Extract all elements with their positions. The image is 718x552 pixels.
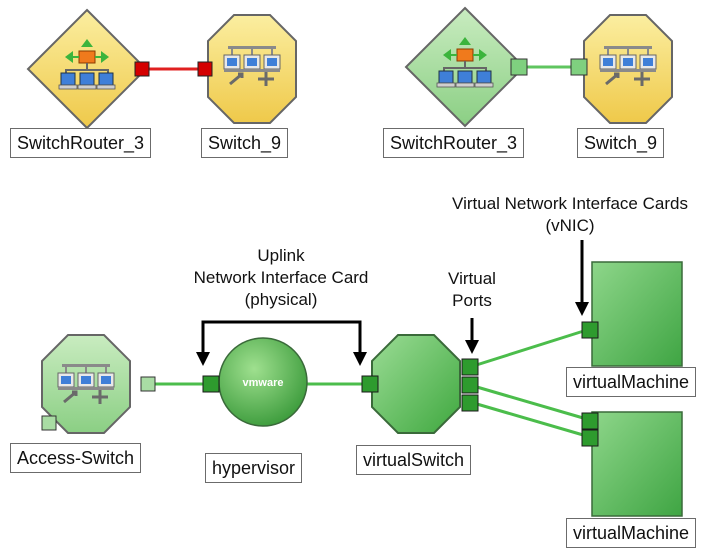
switch-port[interactable]: [197, 61, 213, 77]
virtual-network-group: vmware: [41, 240, 683, 517]
vswitch-vm1-link[interactable]: [469, 327, 591, 369]
top-right-group: [404, 6, 673, 128]
access-switch-port[interactable]: [140, 376, 156, 392]
virtual-machine-node[interactable]: [591, 261, 683, 367]
switch-router-label: SwitchRouter_3: [10, 128, 152, 158]
vswitch-vm2-link-b[interactable]: [469, 400, 591, 439]
virtual-switch-label: virtualSwitch: [356, 445, 472, 475]
switch-node[interactable]: [207, 14, 297, 124]
virtual-switch-node[interactable]: [371, 334, 461, 434]
uplink-annotation: Uplink Network Interface Card (physical): [156, 245, 406, 311]
vnic-port[interactable]: [581, 321, 599, 339]
annotation-line: Virtual: [448, 269, 496, 288]
virtual-port[interactable]: [461, 376, 479, 394]
access-switch-label: Access-Switch: [10, 443, 142, 473]
vnic-port[interactable]: [581, 412, 599, 430]
virtual-machine-node[interactable]: [591, 411, 683, 517]
hypervisor-label: hypervisor: [205, 453, 303, 483]
router-port[interactable]: [510, 58, 528, 76]
switch-router-node[interactable]: [26, 8, 148, 130]
virtual-switch-uplink-port[interactable]: [361, 375, 379, 393]
virtual-machine-label: virtualMachine: [566, 518, 697, 548]
virtual-ports-arrow: [465, 318, 479, 354]
virtual-machine-label: virtualMachine: [566, 367, 697, 397]
switch-label: Switch_9: [201, 128, 289, 158]
vnic-annotation: Virtual Network Interface Cards (vNIC): [425, 193, 715, 237]
uplink-bracket: [196, 320, 367, 366]
vnic-port[interactable]: [581, 429, 599, 447]
access-switch-node[interactable]: [41, 334, 131, 434]
vmware-logo: vmware: [243, 377, 284, 389]
router-port[interactable]: [134, 61, 150, 77]
hypervisor-uplink-port[interactable]: [202, 375, 220, 393]
vswitch-vm2-link-a[interactable]: [469, 383, 591, 422]
virtual-port[interactable]: [461, 358, 479, 376]
annotation-line: (physical): [244, 290, 318, 309]
switch-router-label: SwitchRouter_3: [383, 128, 525, 158]
switch-router-node[interactable]: [404, 6, 526, 128]
annotation-line: Ports: [452, 291, 492, 310]
annotation-line: Network Interface Card: [193, 268, 369, 287]
virtual-port[interactable]: [461, 394, 479, 412]
vnic-arrow: [575, 240, 589, 316]
access-switch-port-secondary[interactable]: [41, 415, 57, 431]
top-left-group: [26, 8, 297, 130]
switch-label: Switch_9: [577, 128, 665, 158]
switch-port[interactable]: [570, 58, 588, 76]
hypervisor-node[interactable]: vmware: [218, 337, 308, 427]
annotation-line: Virtual Network Interface Cards: [452, 194, 688, 213]
annotation-line: (vNIC): [545, 216, 595, 235]
annotation-line: Uplink: [257, 246, 305, 265]
switch-node[interactable]: [583, 14, 673, 124]
virtual-ports-annotation: Virtual Ports: [424, 268, 520, 312]
